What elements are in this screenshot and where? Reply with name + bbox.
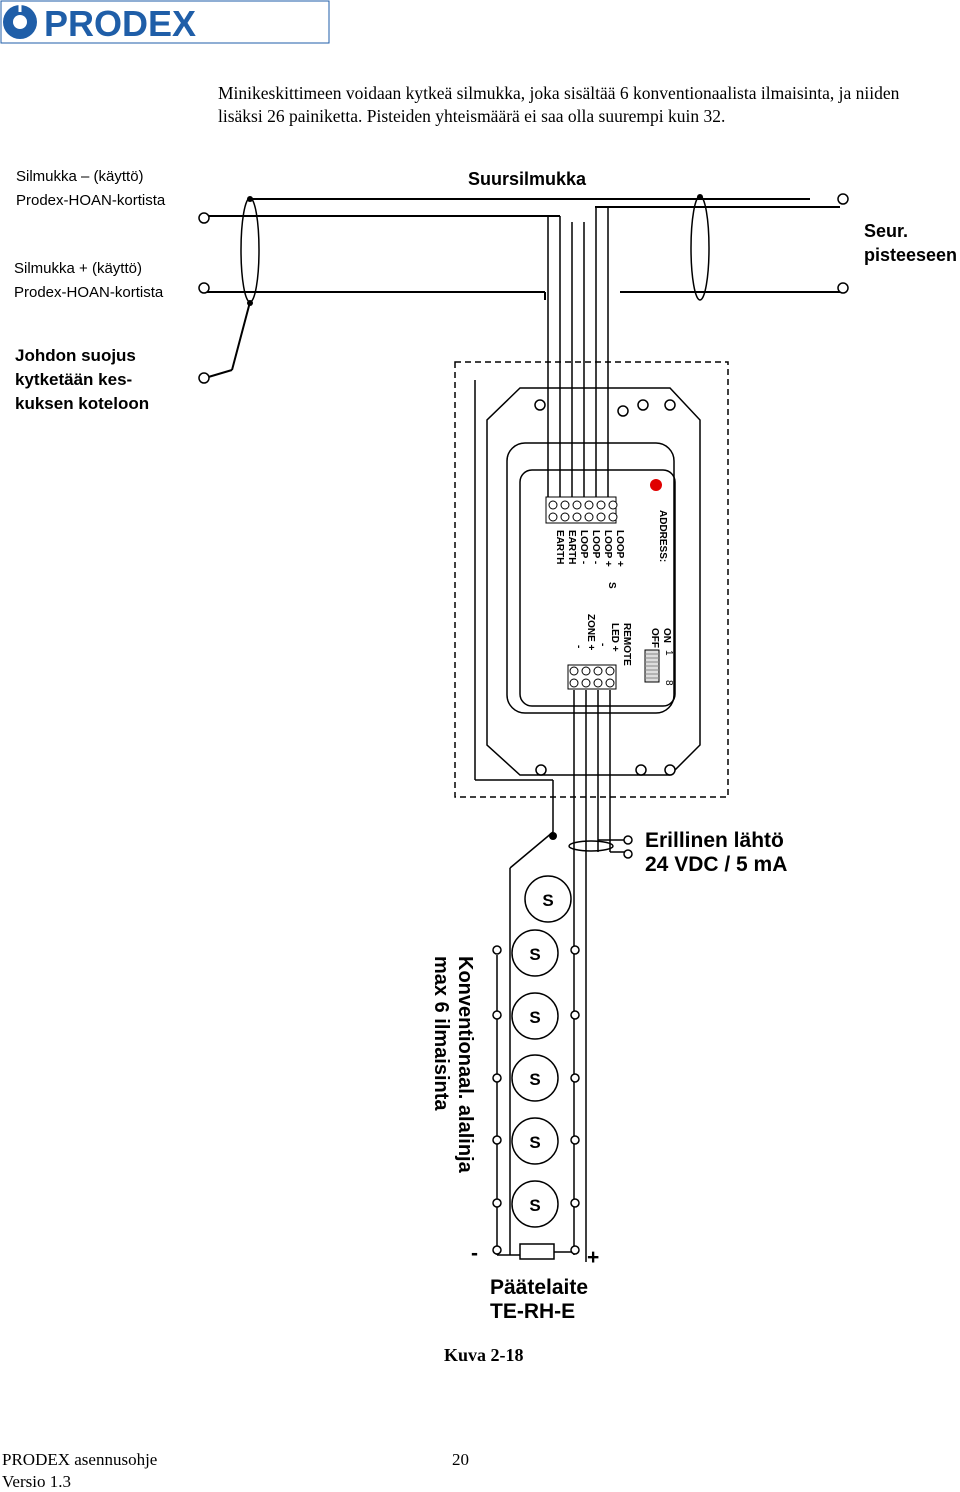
footer-version: Versio 1.3 xyxy=(2,1472,71,1491)
dip-on-label: ON xyxy=(661,628,672,643)
next-point-label-2: pisteeseen xyxy=(864,245,958,265)
loop-plus-label: Silmukka + (käyttö) xyxy=(14,260,142,277)
plus-sign: + xyxy=(587,1246,600,1269)
status-led-icon xyxy=(650,479,662,491)
branch-label-2: max 6 ilmaisinta xyxy=(430,956,452,1111)
detector-label: S xyxy=(529,945,540,964)
loop-minus-source: Prodex-HOAN-kortista xyxy=(16,192,166,209)
logo-text: PRODEX xyxy=(44,3,196,44)
s-mark: S xyxy=(606,582,617,589)
terminal-label: LOOP - xyxy=(590,530,601,564)
terminal-label: LED + xyxy=(609,623,620,652)
loop-minus-label: Silmukka – (käyttö) xyxy=(16,168,144,185)
prodex-logo: PRODEX xyxy=(0,0,330,44)
terminal-label: REMOTE xyxy=(621,623,632,666)
shield-note-1: Johdon suojus xyxy=(15,346,136,365)
terminal-label: LOOP + xyxy=(614,530,625,567)
minus-sign: - xyxy=(471,1242,478,1265)
detector-label: S xyxy=(529,1070,540,1089)
detector-5 xyxy=(511,1117,559,1165)
terminator-label-1: Päätelaite xyxy=(490,1276,589,1299)
dip-off-label: OFF xyxy=(649,628,660,648)
loop-plus-source: Prodex-HOAN-kortista xyxy=(14,284,164,301)
terminal-label: - xyxy=(597,643,608,646)
dip-last-label: 8 xyxy=(663,680,674,686)
page-number: 20 xyxy=(452,1450,469,1469)
detector-label: S xyxy=(529,1196,540,1215)
detector-6 xyxy=(511,1180,559,1228)
main-loop-label: Suursilmukka xyxy=(468,169,587,189)
address-label: ADDRESS: xyxy=(657,510,668,562)
footer-doc-title: PRODEX asennusohje xyxy=(2,1450,158,1469)
intro-paragraph: Minikeskittimeen voidaan kytkeä silmukka… xyxy=(218,83,900,126)
shield-note-2: kytketään kes- xyxy=(15,370,133,389)
terminator-label-2: TE-RH-E xyxy=(490,1300,576,1323)
terminator-resistor-icon xyxy=(519,1243,555,1260)
detector-4 xyxy=(511,1054,559,1102)
detector-label: S xyxy=(529,1133,540,1152)
dip-first-label: 1 xyxy=(663,650,674,656)
terminal-label: EARTH xyxy=(554,530,565,564)
shield-note-3: kuksen koteloon xyxy=(15,394,150,413)
detector-label: S xyxy=(529,1008,540,1027)
terminal-label: - xyxy=(573,645,584,648)
branch-label-1: Konventionaal. alalinja xyxy=(454,956,476,1174)
detector-label: S xyxy=(542,891,553,910)
output-label-2: 24 VDC / 5 mA xyxy=(645,853,788,876)
next-point-label-1: Seur. xyxy=(864,221,909,241)
output-label-1: Erillinen lähtö xyxy=(645,829,784,852)
terminal-label: EARTH xyxy=(566,530,577,564)
detector-1 xyxy=(524,875,572,923)
detector-2 xyxy=(511,929,559,977)
terminal-label: LOOP - xyxy=(578,530,589,564)
terminal-label: ZONE + xyxy=(585,614,596,651)
figure-caption: Kuva 2-18 xyxy=(444,1345,524,1365)
detector-3 xyxy=(511,992,559,1040)
terminal-label: LOOP + xyxy=(602,530,613,567)
